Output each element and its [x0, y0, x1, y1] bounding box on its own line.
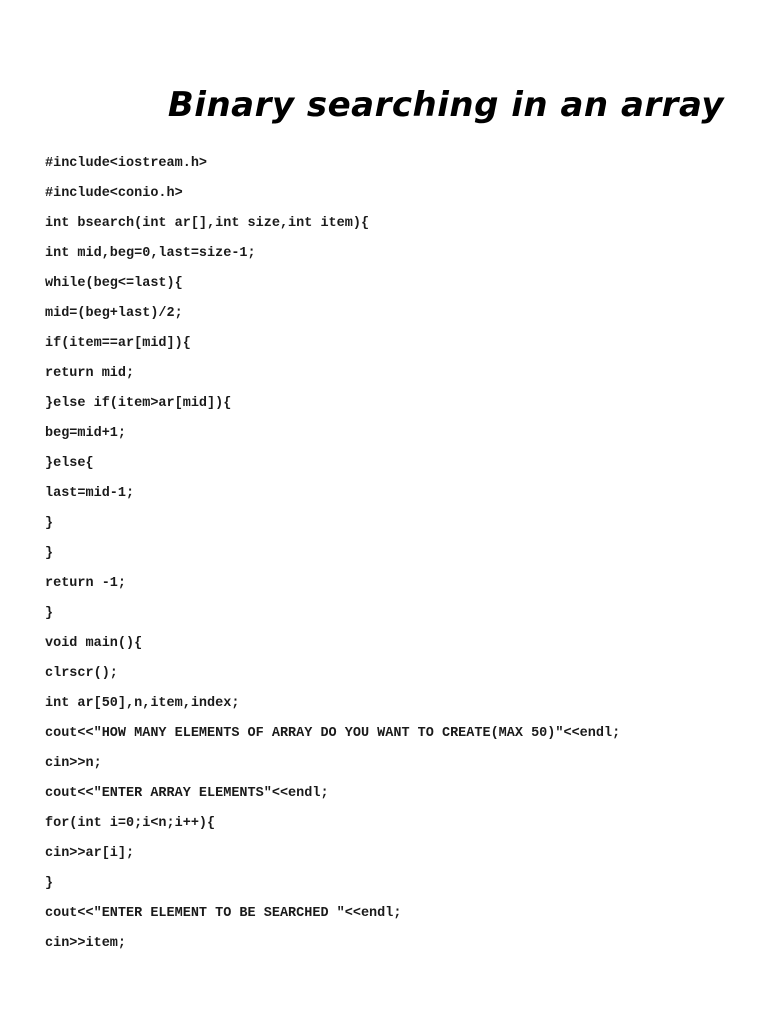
code-line: while(beg<=last){ — [45, 276, 183, 291]
code-line: cout<<"HOW MANY ELEMENTS OF ARRAY DO YOU… — [45, 726, 621, 741]
code-line: void main(){ — [45, 636, 143, 651]
code-line: for(int i=0;i<n;i++){ — [45, 816, 216, 831]
code-line: cout<<"ENTER ARRAY ELEMENTS"<<endl; — [45, 786, 329, 801]
code-line: beg=mid+1; — [45, 426, 127, 441]
code-line: } — [45, 876, 54, 891]
code-line: if(item==ar[mid]){ — [45, 336, 191, 351]
code-line: }else if(item>ar[mid]){ — [45, 396, 232, 411]
code-line: cin>>item; — [45, 936, 127, 951]
code-line: cin>>n; — [45, 756, 102, 771]
code-line: } — [45, 516, 54, 531]
code-line: } — [45, 546, 54, 561]
code-line: cin>>ar[i]; — [45, 846, 135, 861]
code-listing: #include<iostream.h> #include<conio.h> i… — [45, 152, 620, 962]
code-line: } — [45, 606, 54, 621]
code-line: last=mid-1; — [45, 486, 135, 501]
code-line: return mid; — [45, 366, 135, 381]
code-line: clrscr(); — [45, 666, 118, 681]
code-line: #include<conio.h> — [45, 186, 183, 201]
code-line: int bsearch(int ar[],int size,int item){ — [45, 216, 370, 231]
code-line: #include<iostream.h> — [45, 156, 208, 171]
code-line: }else{ — [45, 456, 94, 471]
code-line: return -1; — [45, 576, 127, 591]
code-line: mid=(beg+last)/2; — [45, 306, 183, 321]
code-line: cout<<"ENTER ELEMENT TO BE SEARCHED "<<e… — [45, 906, 402, 921]
code-line: int mid,beg=0,last=size-1; — [45, 246, 256, 261]
page-title: Binary searching in an array — [167, 84, 724, 125]
code-line: int ar[50],n,item,index; — [45, 696, 240, 711]
